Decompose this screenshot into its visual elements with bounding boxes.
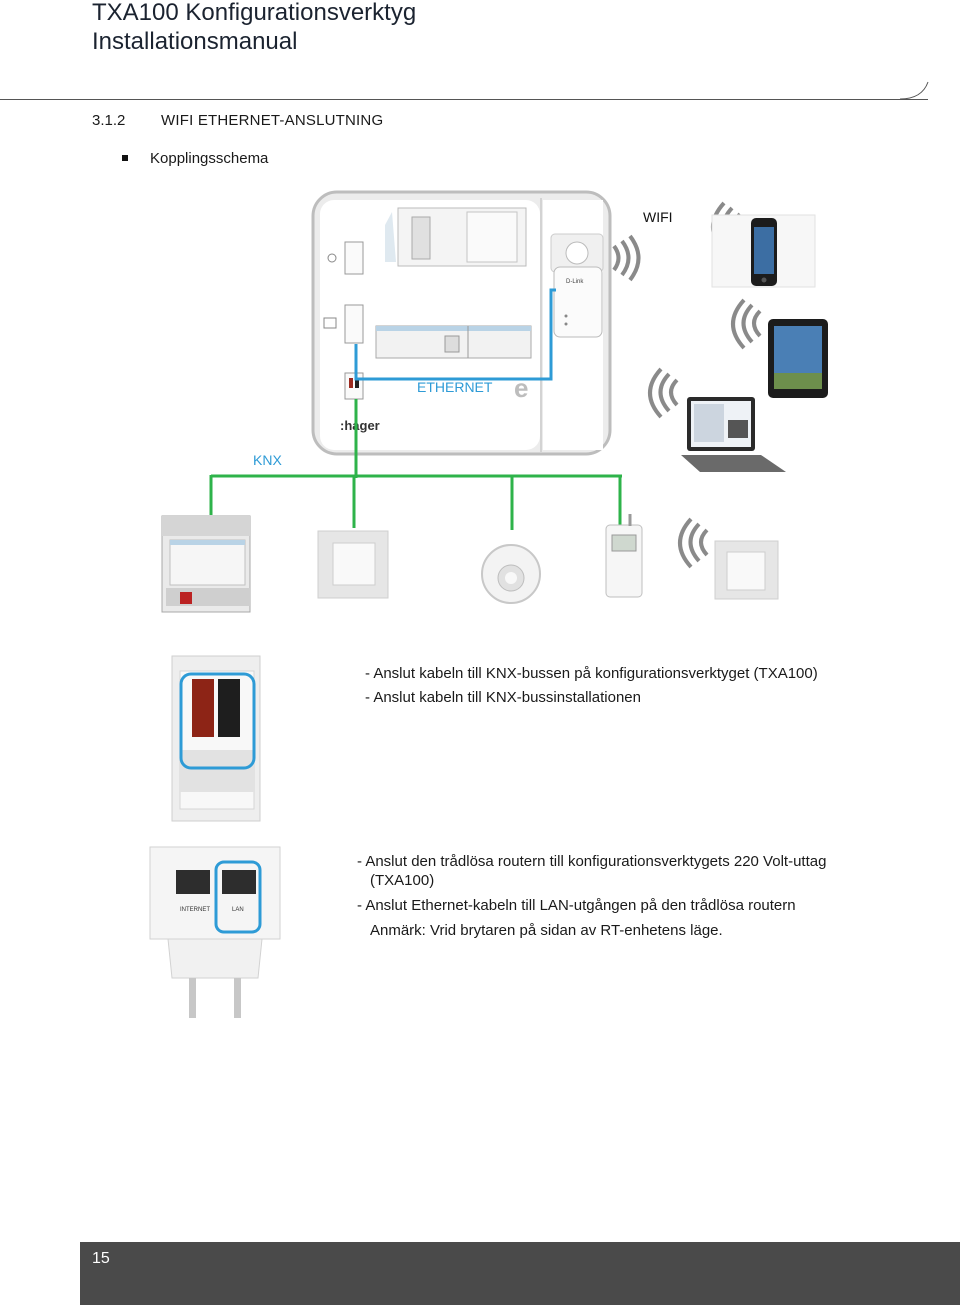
lan-port-label: LAN [232, 907, 244, 913]
wiring-diagram: :hager e D-Link [161, 190, 828, 613]
router-instruction-1: - Anslut den trådlösa routern till konfi… [357, 853, 827, 870]
laptop-icon [681, 397, 786, 472]
subheading: Kopplingsschema [150, 150, 269, 167]
knx-bus-line [209, 399, 622, 530]
footer-bar [80, 1242, 960, 1305]
knx-label: KNX [253, 452, 282, 468]
knx-connector-image [171, 655, 261, 822]
wifi-waves-tablet [731, 298, 762, 350]
router-note: Anmärk: Vrid brytaren på sidan av RT-enh… [370, 922, 723, 939]
section-title: WIFI ETHERNET-ANSLUTNING [161, 112, 384, 129]
router-instruction-1-cont: (TXA100) [370, 872, 435, 889]
header-divider [0, 99, 928, 100]
knx-switch-actuator-icon [161, 515, 251, 613]
page-number: 15 [92, 1250, 110, 1267]
smartphone-icon [711, 214, 816, 288]
thermostat-icon [605, 514, 643, 598]
document-subtitle: Installationsmanual [92, 28, 298, 55]
wifi-waves-laptop [648, 367, 679, 419]
bullet-icon [122, 155, 128, 161]
tablet-icon [768, 319, 828, 398]
document-title: TXA100 Konfigurationsverktyg [92, 0, 417, 26]
distribution-panel: :hager e D-Link [311, 190, 612, 456]
internet-port-label: INTERNET [180, 907, 210, 913]
wifi-waves-switch [678, 517, 709, 569]
panel-brand-text: :hager [340, 418, 380, 433]
router-instruction-2: - Anslut Ethernet-kabeln till LAN-utgång… [357, 897, 796, 914]
light-switch-icon [317, 530, 389, 599]
wifi-waves-router [612, 234, 641, 282]
ethernet-label: ETHERNET [417, 379, 493, 395]
header-divider-curve [900, 81, 929, 100]
knx-instruction-1: - Anslut kabeln till KNX-bussen på konfi… [365, 665, 818, 682]
knx-instruction-2: - Anslut kabeln till KNX-bussinstallatio… [365, 689, 641, 706]
wifi-label: WIFI [643, 209, 673, 225]
wireless-switch-icon [714, 540, 779, 600]
router-brand-text: D-Link [566, 279, 584, 285]
presence-detector-icon [481, 544, 541, 604]
section-number: 3.1.2 [92, 112, 126, 129]
router-image: INTERNET LAN [149, 846, 281, 1018]
